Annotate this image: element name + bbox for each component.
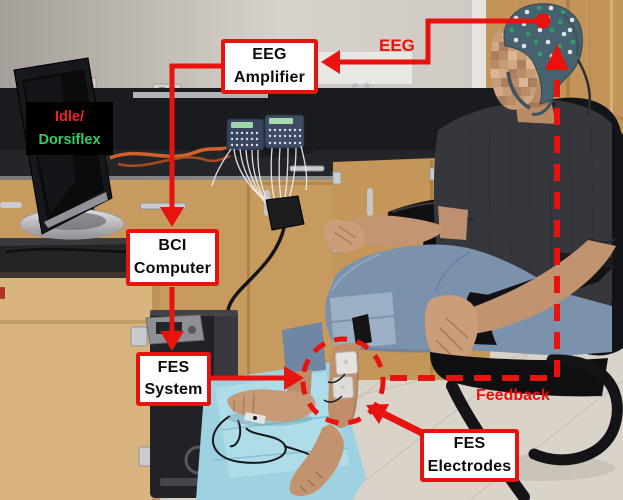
- arrowhead-left-icon: [321, 50, 340, 74]
- eeg-amplifier-box: EEG Amplifier: [221, 39, 318, 94]
- fes-electrodes-label-line2: Electrodes: [427, 457, 512, 475]
- right-foot: [289, 424, 344, 497]
- far-leg-jeans: [282, 322, 326, 374]
- arrowhead-down-icon: [160, 331, 184, 351]
- cap-cable: [576, 59, 592, 117]
- eeg-amplifier-label-line2: Amplifier: [233, 68, 306, 86]
- dashed-feedback-path: [390, 44, 569, 381]
- fes-electrode-pads: [323, 350, 359, 403]
- arrowhead-upleft-icon: [366, 404, 389, 424]
- orange-cable: [109, 146, 231, 167]
- fes-system-box: FES System: [136, 352, 211, 406]
- arrow-head-to-amplifier: [321, 13, 551, 74]
- bci-computer-box: BCI Computer: [126, 229, 219, 286]
- arrow-electrodes-callout: [366, 404, 430, 440]
- subject: [227, 3, 617, 497]
- left-forearm: [340, 215, 442, 246]
- feedback-flow-label: Feedback: [476, 387, 550, 404]
- eeg-flow-label: EEG: [379, 36, 415, 55]
- right-forearm: [452, 240, 616, 334]
- chin-strap: [506, 71, 531, 110]
- arrow-bci-to-fes: [160, 287, 184, 351]
- arrow-fes-to-leg: [211, 366, 304, 390]
- arrowhead-down-icon: [160, 207, 184, 227]
- eeg-amplifier-devices: [211, 114, 314, 313]
- arrowhead-up-icon: [545, 44, 569, 70]
- left-upper-arm: [438, 206, 468, 240]
- arrowhead-right-icon: [284, 366, 304, 390]
- cuff-strap: [352, 314, 372, 346]
- fes-electrodes-box: FES Electrodes: [420, 429, 519, 482]
- monitor-cue-overlay: Idle/ Dorsiflex: [26, 102, 113, 155]
- fes-electrodes-label-line1: FES: [453, 435, 486, 453]
- eeg-cap: [503, 3, 592, 117]
- bci-computer-label-line2: Computer: [133, 259, 212, 277]
- eeg-amplifier-label-line1: EEG: [252, 46, 287, 64]
- fes-system-label-line2: System: [144, 381, 203, 398]
- idle-cue-label: Idle/: [54, 109, 84, 126]
- dashed-roi-circle: [300, 336, 386, 426]
- bci-computer-label-line1: BCI: [158, 237, 187, 255]
- arrow-amplifier-to-bci: [160, 63, 224, 227]
- left-hand: [324, 219, 365, 253]
- fes-system-label-line1: FES: [157, 358, 190, 376]
- dorsiflex-cue-label: Dorsiflex: [38, 131, 101, 148]
- right-hand: [424, 295, 479, 367]
